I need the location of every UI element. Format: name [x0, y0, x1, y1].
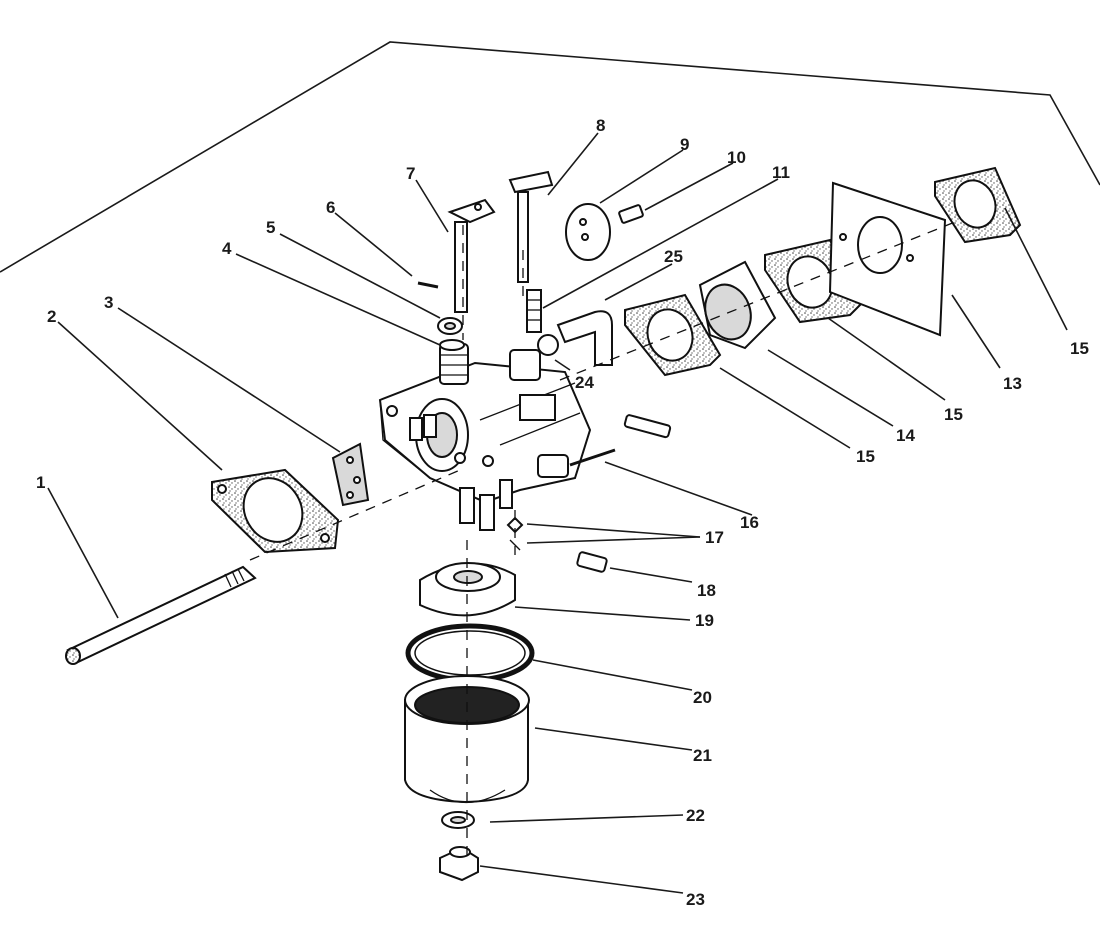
part-9-plate: [565, 203, 611, 261]
part-labels: 1 2 3 4 5 6 7 8 9 10 11 25 24 15 13 15 1…: [36, 116, 1089, 909]
label-17: 17: [705, 528, 724, 547]
part-24-ring: [537, 334, 559, 356]
part-17-needle: [506, 516, 524, 551]
label-16: 16: [740, 513, 759, 532]
part-4-spring: [439, 339, 465, 351]
part-15-gasket-a: [624, 293, 722, 377]
carburetor-body: [378, 343, 592, 531]
label-15-middle: 15: [944, 405, 963, 424]
label-10: 10: [727, 148, 746, 167]
label-9: 9: [680, 135, 689, 154]
label-6: 6: [326, 198, 335, 217]
part-7-shaft: [447, 198, 496, 313]
part-15-gasket-c: [934, 166, 1022, 244]
part-6-screw: [417, 281, 439, 289]
part-3-plate: [331, 442, 370, 507]
label-8: 8: [596, 116, 605, 135]
part-1-shaft: [65, 565, 257, 665]
label-1: 1: [36, 473, 45, 492]
part-22-washer: [441, 811, 475, 829]
part-19-float: [419, 562, 516, 617]
part-25-tube: [556, 310, 613, 366]
label-20: 20: [693, 688, 712, 707]
label-19: 19: [695, 611, 714, 630]
label-7: 7: [406, 164, 415, 183]
frame-border: [0, 41, 1100, 273]
label-15-right: 15: [1070, 339, 1089, 358]
part-16-screw: [569, 414, 672, 467]
part-20-o-ring: [405, 623, 535, 683]
label-3: 3: [104, 293, 113, 312]
part-18-jet: [576, 551, 608, 573]
label-24: 24: [575, 373, 594, 392]
label-5: 5: [266, 218, 275, 237]
part-14-spacer: [698, 260, 777, 350]
leader-lines: [47, 132, 1068, 894]
assembly-lines: [249, 219, 961, 860]
part-23-nut: [439, 846, 479, 882]
label-2: 2: [47, 307, 56, 326]
label-13: 13: [1003, 374, 1022, 393]
part-2-gasket: [211, 468, 340, 554]
part-8-shaft: [508, 170, 554, 283]
label-23: 23: [686, 890, 705, 909]
part-10-screw: [618, 204, 644, 224]
label-25: 25: [664, 247, 683, 266]
label-15-left: 15: [856, 447, 875, 466]
label-22: 22: [686, 806, 705, 825]
part-13-plate: [828, 181, 947, 337]
part-5-washer: [437, 317, 463, 335]
label-11: 11: [772, 163, 790, 182]
label-14: 14: [896, 426, 915, 445]
part-11-screw: [526, 289, 542, 333]
label-18: 18: [697, 581, 716, 600]
label-4: 4: [222, 239, 232, 258]
label-21: 21: [693, 746, 712, 765]
